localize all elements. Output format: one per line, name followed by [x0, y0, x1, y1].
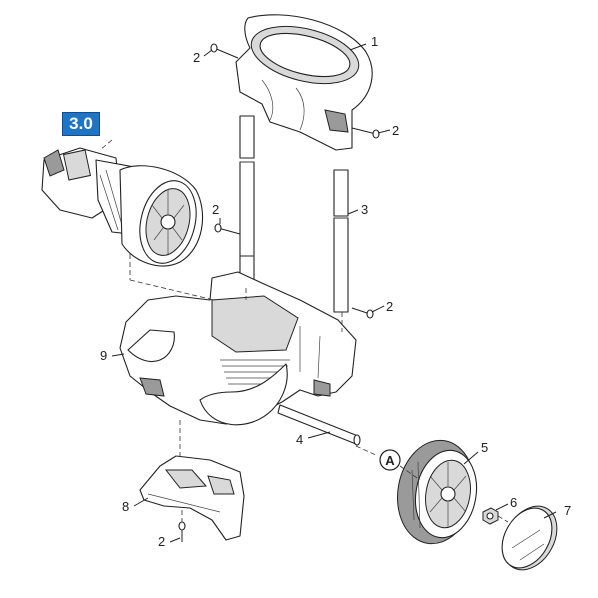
- reference-marker-label: A: [385, 453, 395, 468]
- nut-part: [482, 507, 499, 525]
- assembly-badge: 3.0: [62, 112, 100, 136]
- screws: [178, 43, 380, 542]
- handle-part: [235, 14, 373, 151]
- callout-7: 7: [564, 503, 571, 518]
- callout-6: 6: [510, 495, 517, 510]
- reference-marker-circle: A: [379, 449, 401, 471]
- callout-2-right-lower: 2: [386, 299, 393, 314]
- telescopic-tube-part: [239, 115, 349, 313]
- callout-2-top: 2: [193, 50, 200, 65]
- foot-part: [139, 455, 245, 541]
- callout-2-mid: 2: [212, 202, 219, 217]
- screw-bottom: [178, 521, 186, 542]
- callout-4: 4: [296, 432, 303, 447]
- callout-9: 9: [100, 348, 107, 363]
- screw-mid: [214, 223, 241, 235]
- assembly-guides: [99, 139, 509, 523]
- callout-8: 8: [122, 499, 129, 514]
- chassis-part: [119, 271, 357, 426]
- callout-5: 5: [481, 440, 488, 455]
- callout-2-bottom: 2: [158, 534, 165, 549]
- callout-2-right-upper: 2: [392, 123, 399, 138]
- leader-lines: [111, 43, 557, 543]
- callout-1: 1: [371, 34, 378, 49]
- motor-pump-part: [41, 147, 204, 267]
- hubcap-part: [501, 505, 558, 571]
- callout-3: 3: [361, 202, 368, 217]
- screw-top: [210, 43, 239, 59]
- screw-right-lower: [351, 307, 374, 319]
- screw-right-upper: [351, 127, 380, 139]
- axle-part: [277, 404, 361, 446]
- wheel-part: [397, 439, 478, 545]
